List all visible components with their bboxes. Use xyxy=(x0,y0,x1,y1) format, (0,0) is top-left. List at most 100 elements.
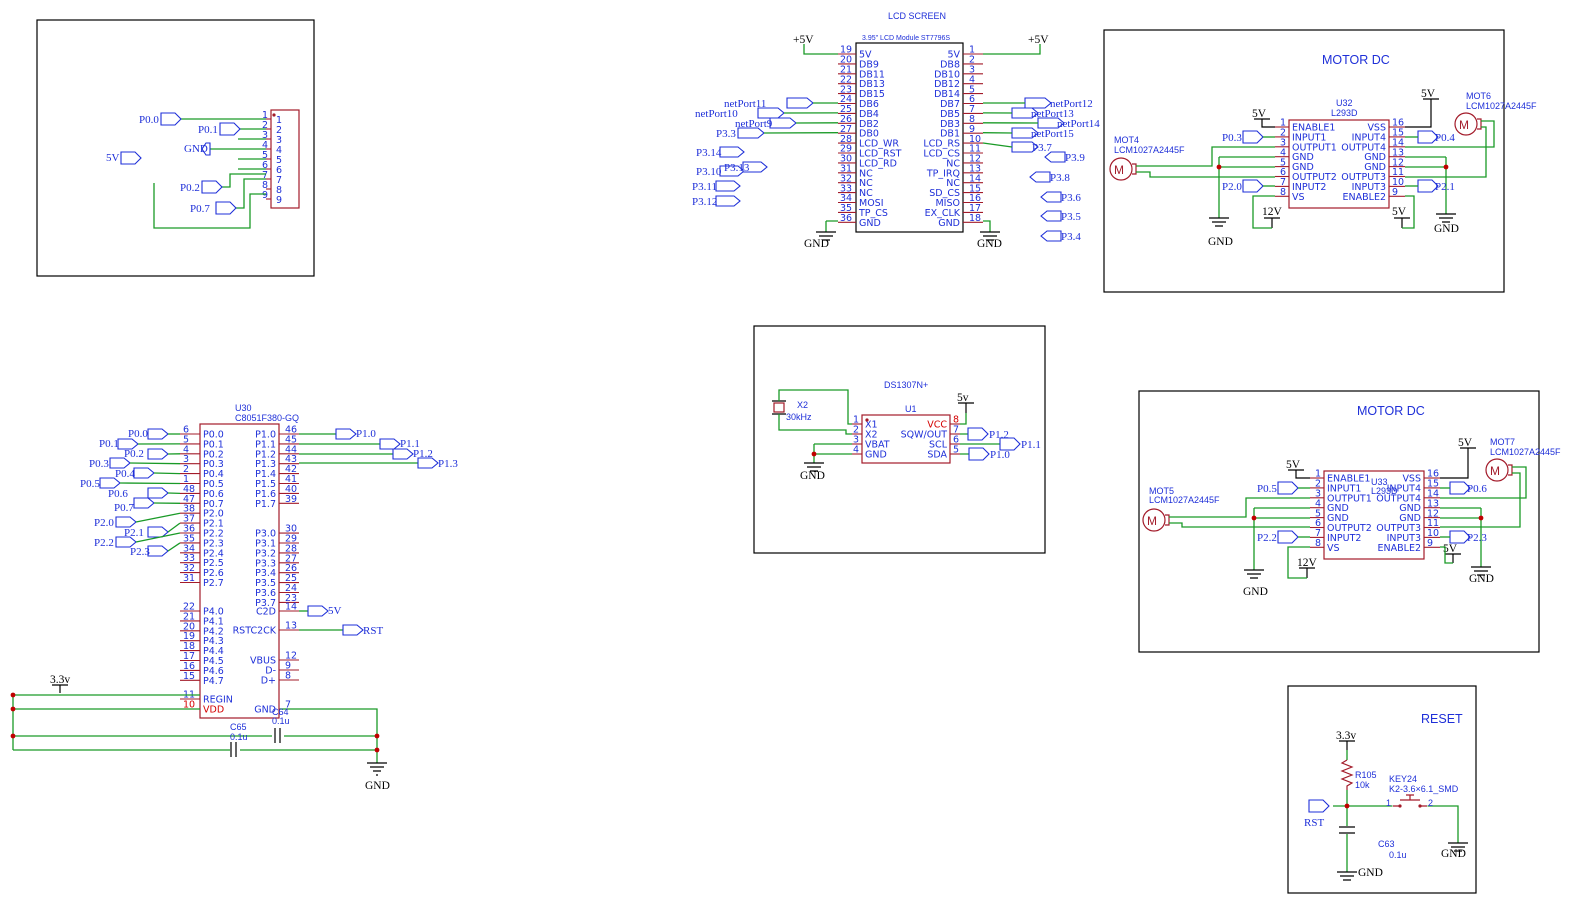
pin-number: 1 xyxy=(853,415,859,426)
motor-part: LCM1027A2445F xyxy=(1490,447,1561,457)
mcu-body xyxy=(199,423,280,719)
crystal-value: 30kHz xyxy=(786,412,812,422)
motor-terminal xyxy=(1165,514,1170,526)
net-label: P1.1 xyxy=(1021,439,1041,451)
pin-number: 16 xyxy=(1427,469,1439,480)
pin-number: 5 xyxy=(1280,157,1286,168)
motor-ref: MOT7 xyxy=(1490,437,1515,447)
net-label: P1.3 xyxy=(438,458,458,470)
pin-number: 3 xyxy=(1315,489,1321,500)
net-flag xyxy=(147,487,169,499)
power-label: 5V xyxy=(1392,206,1407,218)
pin-number: 11 xyxy=(1427,518,1439,529)
power-symbol xyxy=(1299,567,1315,578)
power-symbol xyxy=(1445,553,1461,563)
pin-number: 33 xyxy=(183,553,195,564)
pin-name: MISO xyxy=(935,198,960,209)
pin-name: REGIN xyxy=(203,695,233,706)
pin-name: P3.6 xyxy=(255,588,276,599)
net-flag xyxy=(379,438,401,450)
pin-number: 4 xyxy=(183,444,189,455)
pin-number: 26 xyxy=(285,563,297,574)
rtc-title: DS1307N+ xyxy=(884,380,928,390)
switch-key24[interactable] xyxy=(1393,794,1427,807)
pin-name: VSS xyxy=(1402,474,1421,485)
gnd-symbol xyxy=(1244,569,1264,579)
pin-name: DB12 xyxy=(934,79,960,90)
pin-name: ENABLE1 xyxy=(1292,123,1335,134)
pin-name: P2.3 xyxy=(203,538,224,549)
net-flag xyxy=(967,427,989,441)
pin-name: 4 xyxy=(276,145,282,156)
pin-name: P0.3 xyxy=(203,459,224,470)
pin-number: 4 xyxy=(969,74,975,85)
pin-name: 1 xyxy=(276,115,282,126)
pin-number: 42 xyxy=(285,464,297,475)
pin-number: 15 xyxy=(969,183,981,194)
lcd-gnd-wire xyxy=(983,220,991,232)
pin-name: OUTPUT2 xyxy=(1327,523,1372,534)
pin-number: 8 xyxy=(1315,538,1321,549)
pin-number: 4 xyxy=(262,140,268,151)
pin-name: P3.2 xyxy=(255,548,276,559)
gnd-label: GND xyxy=(1358,867,1383,879)
net-wire xyxy=(153,472,181,475)
pin-number: 15 xyxy=(183,671,195,682)
net-flag xyxy=(120,151,142,165)
power-symbol xyxy=(52,684,68,693)
net-flag xyxy=(1011,107,1039,119)
motor-wires xyxy=(1169,497,1310,528)
pin-name: P4.3 xyxy=(203,636,224,647)
net-flag xyxy=(715,180,741,192)
pin-number: 28 xyxy=(285,543,297,554)
cap-c63 xyxy=(1339,826,1355,834)
net-flag xyxy=(133,497,155,509)
pin-name: P1.4 xyxy=(255,469,276,480)
pin-number: 1 xyxy=(262,110,268,121)
pin-number: 2 xyxy=(853,425,859,436)
crystal-ref: X2 xyxy=(797,400,808,410)
pin-name: GND xyxy=(865,450,887,461)
pin-number: 34 xyxy=(183,543,195,554)
pin-name: P3.4 xyxy=(255,568,276,579)
motor-ref: MOT6 xyxy=(1466,91,1491,101)
motor-mot6 xyxy=(1454,112,1478,136)
pin-number: 45 xyxy=(285,434,297,445)
net-label: netPort9 xyxy=(735,118,773,130)
pin-number: 23 xyxy=(285,593,297,604)
pin-name: P3.5 xyxy=(255,578,276,589)
net-label: P3.13 xyxy=(724,162,750,174)
pin-name: DB7 xyxy=(940,99,960,110)
net-wire xyxy=(135,532,181,543)
pin-number: 18 xyxy=(969,213,981,224)
pin-name: DB1 xyxy=(940,129,960,140)
net-label: P3.10 xyxy=(696,166,722,178)
pin-name: P4.1 xyxy=(203,616,224,627)
pin-name: DB15 xyxy=(859,89,885,100)
pin-name: NC xyxy=(859,188,873,199)
pin-name: ENABLE2 xyxy=(1343,192,1386,203)
pin-name: P2.1 xyxy=(203,519,224,530)
power-symbol xyxy=(1288,469,1310,479)
pin-name: P2.6 xyxy=(203,568,224,579)
pin-name: P4.4 xyxy=(203,646,224,657)
net-label: P2.3 xyxy=(130,546,150,558)
pin-name: LCD_RD xyxy=(859,158,897,169)
junction-dot xyxy=(10,733,16,739)
pin-number: 2 xyxy=(262,120,268,131)
net-wire xyxy=(167,542,181,552)
pin-number: 21 xyxy=(183,611,195,622)
pin-name: P2.7 xyxy=(203,578,224,589)
motor-ref: MOT4 xyxy=(1114,135,1139,145)
net-label: P0.5 xyxy=(1257,483,1277,495)
pin-number: 36 xyxy=(840,213,852,224)
pin-name: P4.2 xyxy=(203,626,224,637)
pin-number: 14 xyxy=(285,602,297,613)
pin-name: SQW/OUT xyxy=(901,430,948,441)
pin-name: 9 xyxy=(276,195,282,206)
power-label: +5V xyxy=(1028,34,1049,46)
net-label: P1.0 xyxy=(356,428,376,440)
pin-number: 5 xyxy=(262,150,268,161)
pin-number: 23 xyxy=(840,84,852,95)
